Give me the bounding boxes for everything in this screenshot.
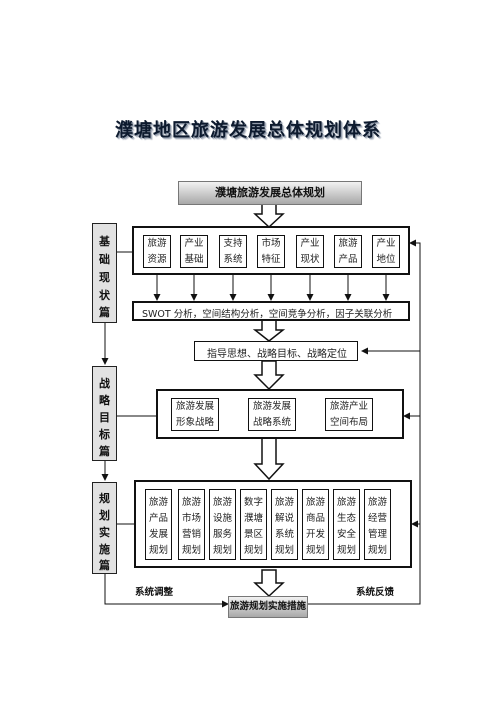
item-industry-position: 产业地位 (372, 235, 400, 268)
plan-cell-text: 旅游 (181, 497, 201, 508)
plan-cell-text: 规划 (367, 545, 387, 556)
plan-cell-text: 开发 (305, 529, 325, 540)
top-plan-box: 濮塘旅游发展总体规划 (178, 181, 362, 205)
side-char: 状 (99, 289, 110, 302)
side-char: 标 (99, 428, 110, 441)
plan-cell: 旅游设施服务规划 (209, 489, 236, 560)
system-adjust-label: 系统调整 (135, 587, 174, 598)
plan-cell-text: 经营 (367, 513, 387, 524)
plan-cell-text: 系统 (274, 529, 294, 540)
item-tourism-products: 旅游产品 (334, 235, 362, 268)
side-label-strategy: 战 略 目 标 篇 (92, 366, 117, 461)
strategy-system: 旅游发展战略系统 (248, 398, 296, 431)
item-industry-base: 产业基础 (180, 235, 208, 268)
side-char: 实 (99, 526, 110, 539)
plan-cell-text: 数字 (243, 497, 263, 508)
plan-cell-text: 规划 (212, 545, 232, 556)
side-char: 篇 (99, 445, 110, 458)
plan-cell-text: 濮塘 (243, 513, 263, 524)
plan-cell: 旅游生态安全规划 (333, 489, 360, 560)
item-support-system: 支持系统 (219, 235, 247, 268)
strategy-layout: 旅游产业空间布局 (325, 398, 373, 431)
system-feedback-label: 系统反馈 (356, 587, 395, 598)
side-char: 划 (99, 509, 110, 522)
plan-cell-text: 规划 (181, 545, 201, 556)
plan-cell-text: 规划 (274, 545, 294, 556)
diagram-title: 濮塘地区旅游发展总体规划体系 (115, 120, 381, 141)
plan-cell: 旅游经营管理规划 (364, 489, 391, 560)
plan-cell: 数字濮塘景区规划 (240, 489, 267, 560)
plan-cell-text: 旅游 (212, 497, 232, 508)
guiding-ideas-label: 指导思想、战略目标、战略定位 (207, 349, 347, 360)
plan-cell-text: 旅游 (148, 497, 168, 508)
plan-cell-text: 市场 (181, 513, 201, 524)
side-char: 篇 (99, 306, 110, 319)
side-char: 目 (99, 411, 110, 424)
plan-cell-text: 旅游 (274, 497, 294, 508)
implementation-measures-box: 旅游规划实施措施 (228, 596, 308, 618)
side-char: 规 (99, 492, 110, 505)
side-char: 施 (99, 543, 110, 556)
block-arrows (252, 199, 286, 598)
row1-down-arrows (153, 275, 390, 301)
plan-cell: 旅游商品开发规划 (302, 489, 329, 560)
plan-cell-text: 设施 (212, 513, 232, 524)
plan-cell-text: 规划 (148, 545, 168, 556)
plan-cell-text: 安全 (336, 529, 356, 540)
plan-cell: 旅游产品发展规划 (145, 489, 172, 560)
side-char: 战 (99, 377, 110, 390)
feedback-line (306, 239, 421, 605)
plan-cell-text: 产品 (148, 513, 168, 524)
swot-analysis-box: SWOT 分析，空间结构分析，空间竞争分析，因子关联分析 (132, 301, 410, 321)
plan-cell-text: 生态 (336, 513, 356, 524)
top-plan-label: 濮塘旅游发展总体规划 (215, 186, 325, 199)
implementation-measures-label: 旅游规划实施措施 (229, 601, 306, 612)
plan-cell-text: 服务 (212, 529, 232, 540)
side-char: 篇 (99, 559, 110, 572)
plan-cell-text: 规划 (243, 545, 263, 556)
plan-cell-text: 规划 (336, 545, 356, 556)
plan-cell-text: 旅游 (305, 497, 325, 508)
item-market-features: 市场特征 (257, 235, 285, 268)
plan-cell: 旅游市场营销规划 (178, 489, 205, 560)
plan-cell-text: 旅游 (367, 497, 387, 508)
swot-analysis-label: SWOT 分析，空间结构分析，空间竞争分析，因子关联分析 (142, 309, 393, 320)
plan-cell-text: 营销 (181, 529, 201, 540)
plan-cell-text: 商品 (305, 513, 325, 524)
adjust-line (104, 574, 229, 608)
item-tourism-resources: 旅游资源 (143, 235, 171, 268)
plan-cell-text: 旅游 (336, 497, 356, 508)
side-char: 现 (99, 271, 110, 284)
plan-cell-text: 发展 (148, 529, 168, 540)
side-char: 略 (99, 394, 110, 407)
guiding-ideas-box: 指导思想、战略目标、战略定位 (194, 341, 358, 361)
plan-cell-text: 解说 (274, 513, 294, 524)
plan-cell-text: 规划 (305, 545, 325, 556)
side-char: 础 (99, 253, 110, 266)
side-label-implement: 规 划 实 施 篇 (92, 482, 117, 574)
item-industry-status: 产业现状 (296, 235, 324, 268)
plan-cell: 旅游解说系统规划 (271, 489, 298, 560)
plan-cell-text: 景区 (243, 529, 263, 540)
strategy-image: 旅游发展形象战略 (171, 398, 219, 431)
side-char: 基 (99, 235, 110, 248)
side-label-basic: 基 础 现 状 篇 (92, 223, 117, 323)
plan-cell-text: 管理 (367, 529, 387, 540)
